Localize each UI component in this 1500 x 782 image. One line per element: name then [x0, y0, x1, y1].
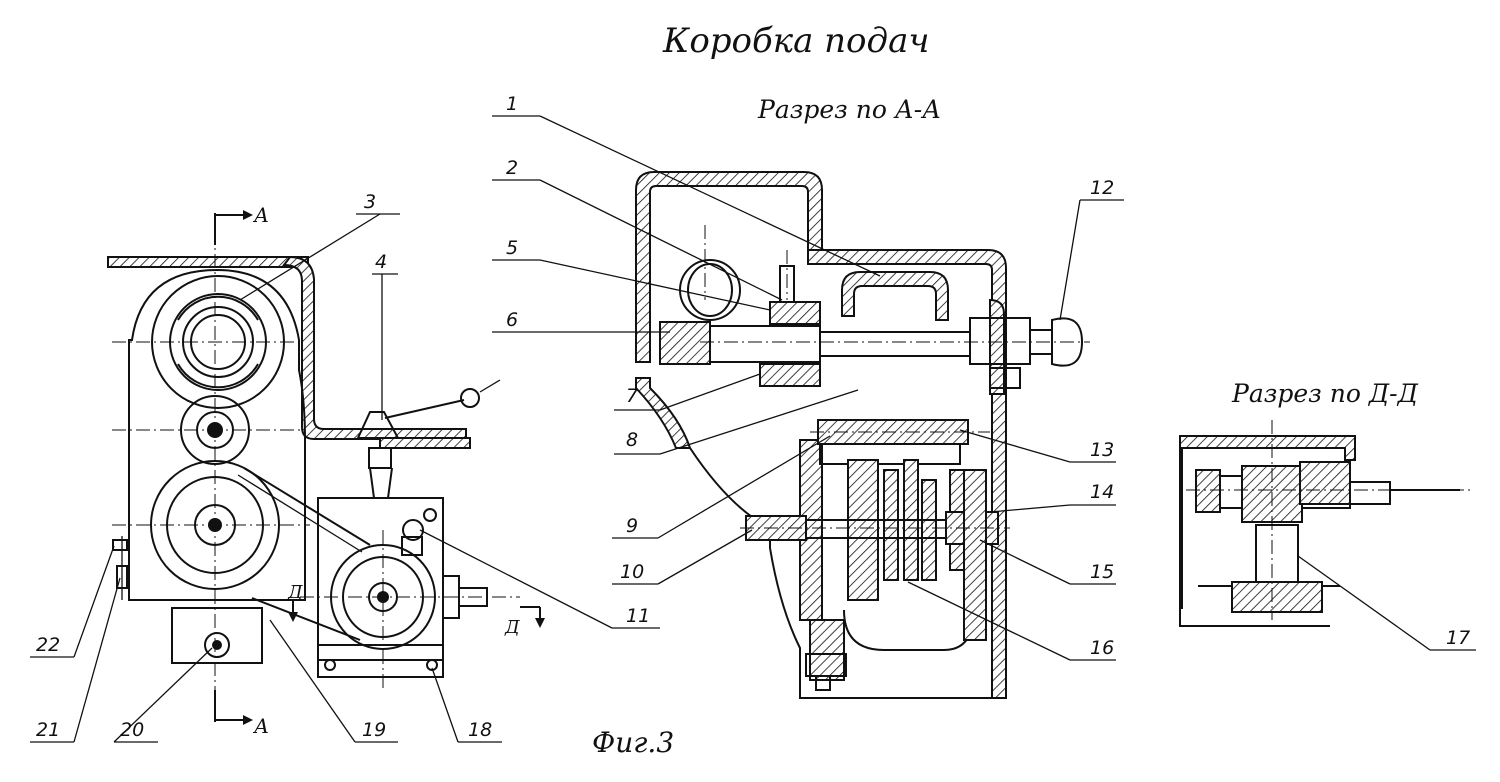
callout-10: 10	[612, 529, 753, 585]
section-mark-a-bottom: А	[214, 690, 269, 738]
callout-15: 15	[979, 539, 1116, 585]
callout-number: 12	[1090, 177, 1114, 199]
callout-4: 4	[372, 251, 398, 420]
callout-18: 18	[431, 667, 502, 743]
figure-caption: Фиг.3	[592, 726, 674, 759]
callout-16: 16	[907, 581, 1116, 661]
callout-number: 7	[626, 385, 638, 407]
callout-number: 6	[506, 309, 518, 331]
section-title-dd: Разрез по Д-Д	[1231, 379, 1419, 408]
callout-number: 18	[468, 719, 492, 741]
callout-number: 13	[1090, 439, 1114, 461]
callout-6: 6	[492, 309, 670, 333]
callout-number: 16	[1090, 637, 1114, 659]
callout-number: 10	[620, 561, 644, 583]
callout-19: 19	[269, 619, 398, 743]
section-mark-d-right: Д	[504, 606, 545, 638]
section-mark-d-left: Д	[287, 582, 303, 622]
section-letter: А	[252, 203, 269, 227]
callout-13: 13	[959, 429, 1116, 463]
callout-number: 20	[120, 719, 144, 741]
callout-number: 19	[362, 719, 386, 741]
callout-number: 8	[626, 429, 638, 451]
callout-9: 9	[612, 435, 831, 539]
callout-3: 3	[239, 191, 400, 301]
callout-number: 3	[364, 191, 376, 213]
section-letter: Д	[504, 617, 520, 638]
callout-number: 14	[1090, 481, 1114, 503]
callout-number: 5	[506, 237, 518, 259]
callout-12: 12	[1059, 177, 1124, 321]
callout-20: 20	[113, 647, 213, 743]
callout-number: 2	[506, 157, 518, 179]
callout-number: 9	[626, 515, 638, 537]
callout-2: 2	[492, 157, 783, 301]
callout-7: 7	[614, 373, 761, 411]
external-view	[107, 230, 520, 700]
callout-11: 11	[419, 529, 660, 629]
callout-14: 14	[989, 481, 1116, 513]
callout-number: 4	[375, 251, 387, 273]
section-mark-a-top: А	[214, 203, 269, 245]
callout-number: 21	[36, 719, 60, 741]
callout-number: 17	[1446, 627, 1470, 649]
callout-number: 22	[36, 634, 60, 656]
callout-number: 1	[506, 93, 518, 115]
section-letter: Д	[287, 582, 303, 603]
section-aa-view	[635, 171, 1090, 699]
callout-22: 22	[30, 545, 115, 658]
callout-17: 17	[1297, 555, 1476, 651]
callout-number: 15	[1090, 561, 1114, 583]
callout-1: 1	[492, 93, 881, 277]
callout-5: 5	[492, 237, 771, 311]
section-title-aa: Разрез по А-А	[757, 95, 941, 124]
drawing-title: Коробка подач	[662, 21, 930, 61]
section-letter: А	[252, 714, 269, 738]
callout-8: 8	[614, 389, 859, 455]
callout-21: 21	[30, 577, 121, 743]
callout-number: 11	[626, 605, 650, 627]
section-dd-view	[1179, 420, 1470, 627]
